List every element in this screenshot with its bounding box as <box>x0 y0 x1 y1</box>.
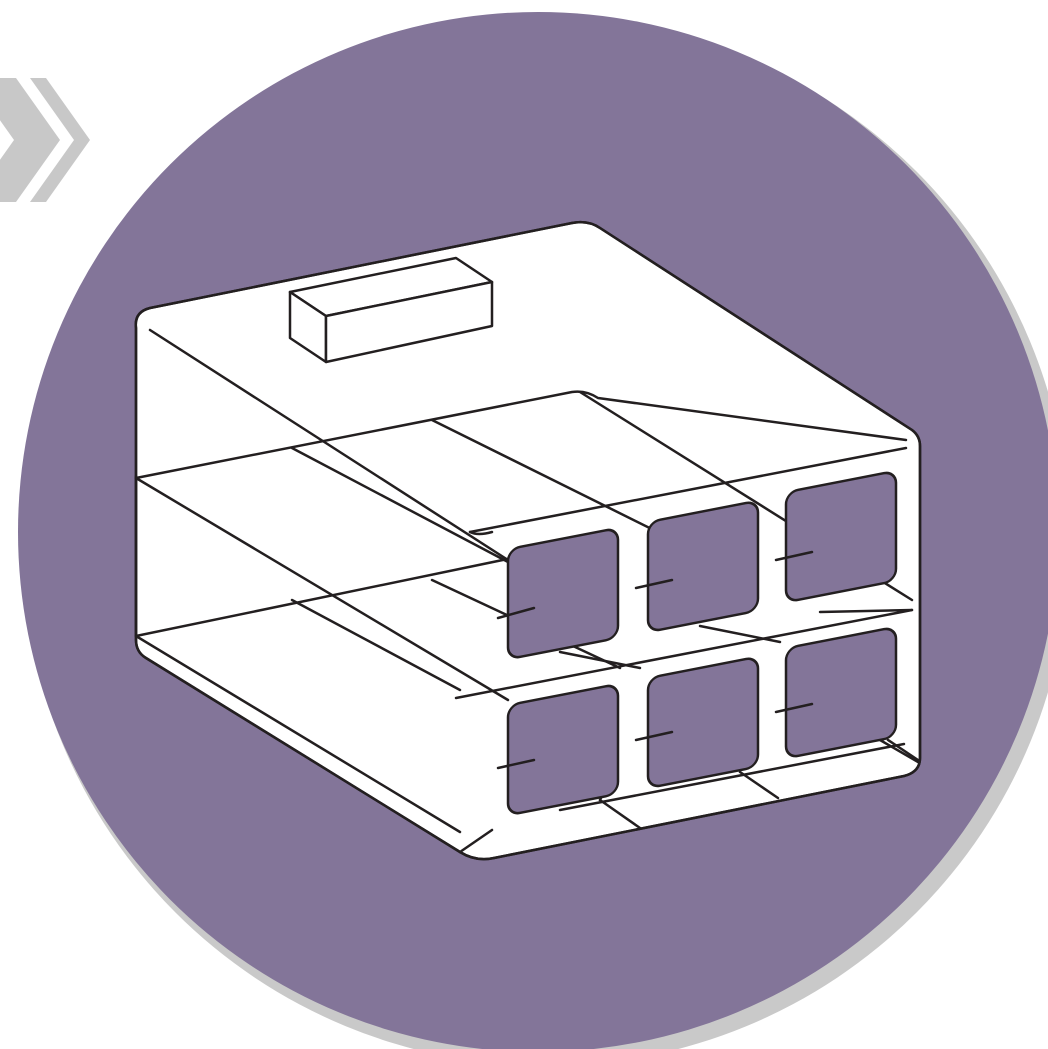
terminal-cavity <box>496 528 620 659</box>
chevron-2 <box>30 78 90 202</box>
terminal-cavity <box>634 501 760 632</box>
double-chevron-right-icon <box>0 78 90 202</box>
latch-block <box>288 256 494 364</box>
terminal-cavity <box>774 627 898 758</box>
terminal-cavity <box>774 471 898 602</box>
connector-housing-icon <box>134 220 922 861</box>
chevron-1 <box>0 78 60 202</box>
terminal-row-upper <box>496 471 898 659</box>
terminal-cavity <box>496 684 620 815</box>
terminal-row-lower <box>496 627 898 815</box>
latch-side <box>324 280 494 364</box>
terminal-cavity <box>634 657 760 788</box>
housing-lines <box>134 220 922 861</box>
